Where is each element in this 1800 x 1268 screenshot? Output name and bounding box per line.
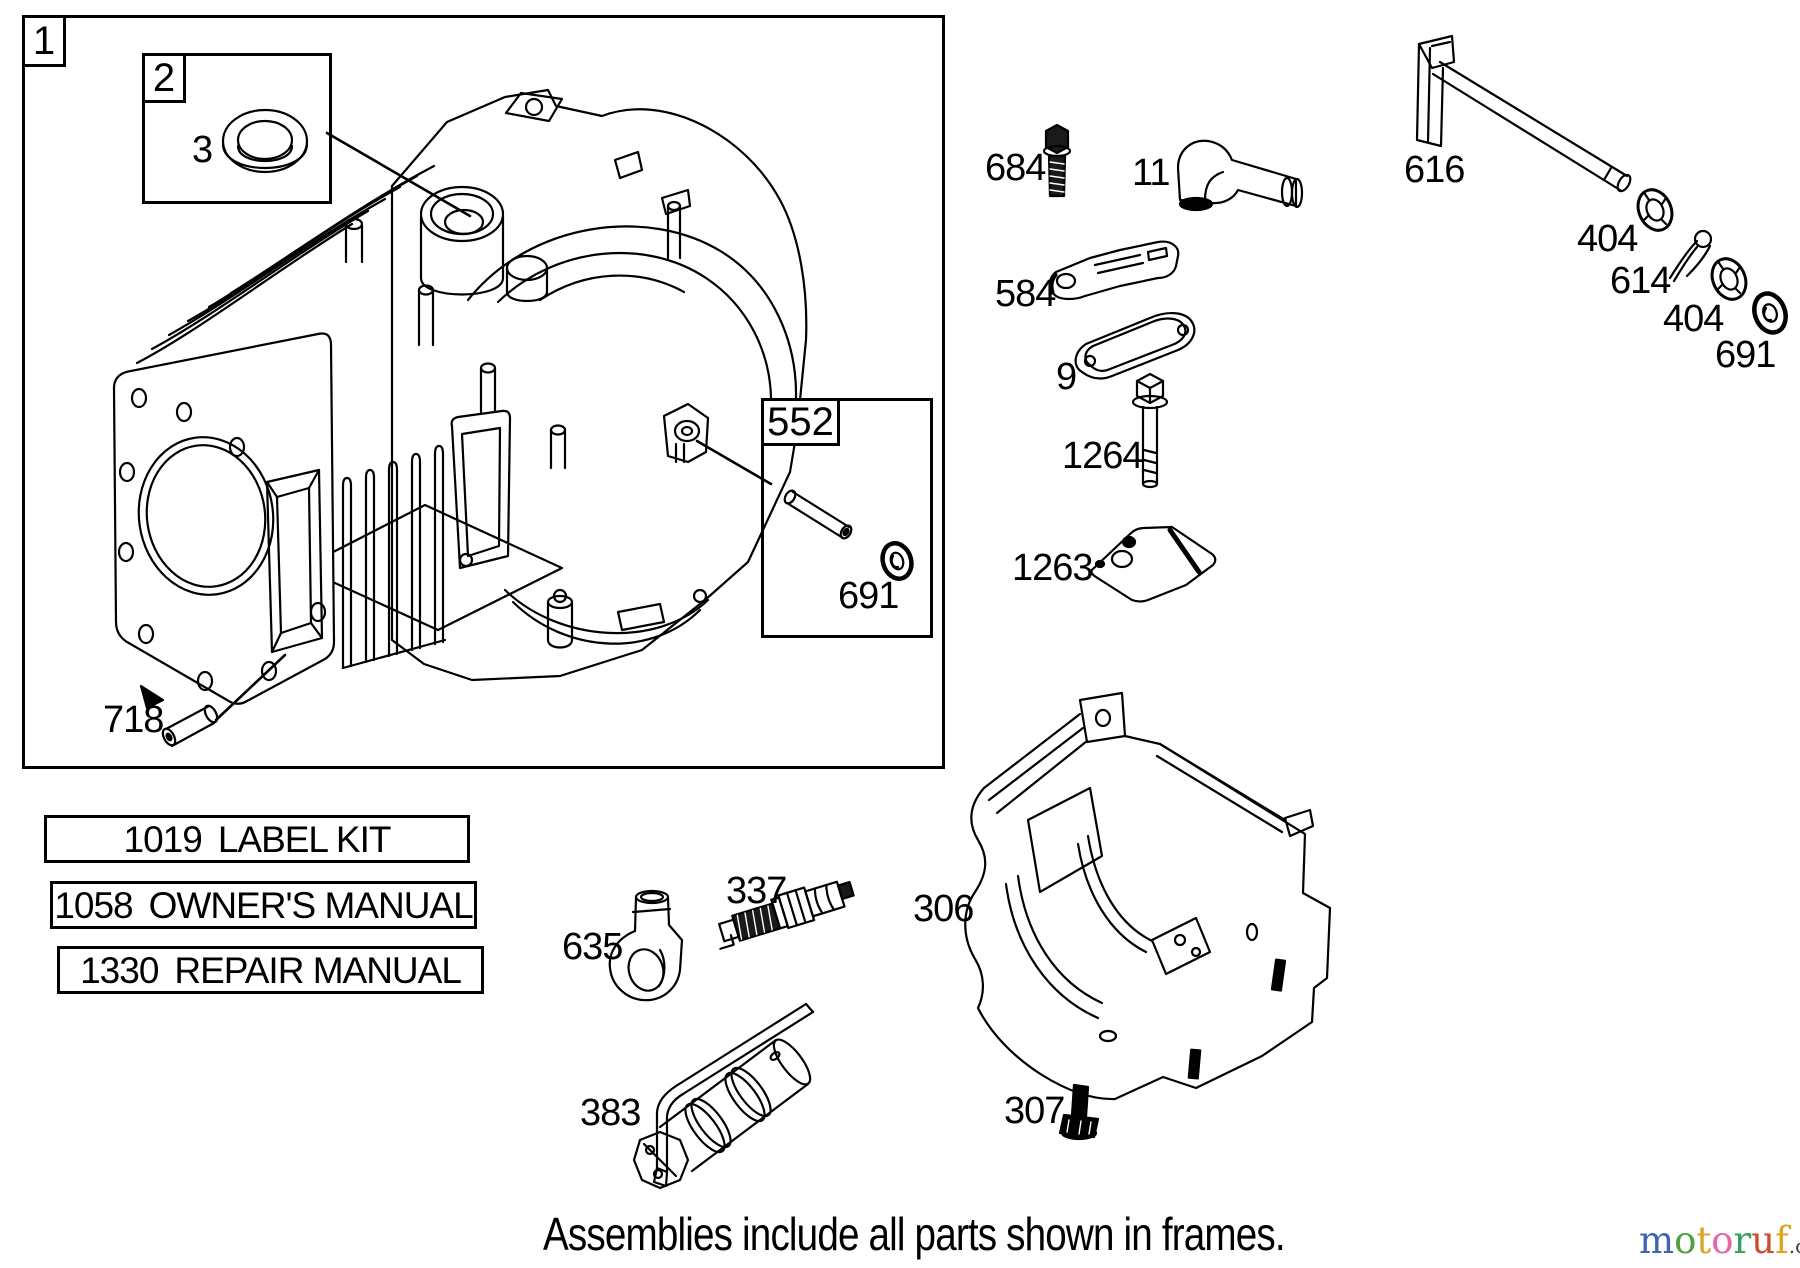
part-1263-plate-drawing (1090, 525, 1217, 603)
part-383-assembly-drawing (632, 1002, 815, 1190)
frame-2-assembly-box: 2 (142, 53, 332, 204)
frame-1-tag: 1 (22, 15, 66, 67)
watermark-suffix: .de (1788, 1234, 1800, 1258)
frame-1-assembly-box: 1 (22, 15, 945, 769)
part-label-404-b: 404 (1663, 298, 1724, 340)
part-label-3: 3 (192, 129, 213, 171)
part-label-684: 684 (985, 147, 1046, 189)
part-404-washer-b-drawing (1710, 257, 1748, 301)
watermark-letter: f (1775, 1219, 1789, 1262)
repair-manual-number: 1330 (80, 949, 159, 991)
part-307-bolt-drawing (1058, 1083, 1100, 1141)
label-kit-box: 1019 LABEL KIT (44, 815, 470, 863)
part-684-bolt-drawing (1042, 123, 1072, 198)
part-label-614: 614 (1610, 260, 1671, 302)
part-label-337: 337 (726, 870, 787, 912)
part-label-383: 383 (580, 1092, 641, 1134)
part-label-1264: 1264 (1062, 435, 1144, 477)
part-label-718: 718 (103, 699, 164, 741)
part-9-gasket-drawing (1074, 312, 1196, 380)
frame-552-tag: 552 (761, 398, 840, 446)
part-11-elbow-drawing (1176, 139, 1304, 212)
watermark-letter: t (1696, 1219, 1712, 1262)
part-label-584: 584 (995, 273, 1056, 315)
motoruf-watermark: motoruf.de (1639, 1222, 1800, 1259)
part-label-635: 635 (562, 926, 623, 968)
part-label-691-right: 691 (1715, 334, 1776, 376)
owners-manual-name: OWNER'S MANUAL (148, 884, 474, 926)
part-label-307: 307 (1004, 1090, 1065, 1132)
label-kit-name: LABEL KIT (217, 818, 392, 860)
frame-1-label: 1 (32, 19, 56, 63)
part-label-1263: 1263 (1012, 547, 1094, 589)
part-label-9: 9 (1056, 356, 1077, 398)
watermark-letter: o (1711, 1219, 1734, 1262)
part-label-306: 306 (913, 888, 974, 930)
part-614-cotter-pin-drawing (1668, 229, 1713, 283)
part-691-seal-right-drawing (1752, 291, 1788, 335)
part-404-washer-a-drawing (1636, 188, 1674, 232)
label-kit-number: 1019 (123, 818, 203, 860)
owners-manual-number: 1058 (54, 884, 133, 926)
part-label-11: 11 (1132, 152, 1170, 194)
frame-2-label: 2 (152, 56, 176, 100)
frame-552-assembly-box: 552 (761, 398, 933, 638)
watermark-letter: m (1639, 1219, 1675, 1262)
frame-552-label: 552 (767, 400, 834, 444)
part-label-404-a: 404 (1577, 218, 1638, 260)
watermark-letter: u (1751, 1219, 1776, 1262)
part-584-bracket-drawing (1048, 240, 1180, 301)
watermark-letter: o (1674, 1219, 1697, 1262)
part-306-heat-shield-drawing (964, 691, 1332, 1101)
part-label-691-frame: 691 (838, 575, 899, 617)
repair-manual-box: 1330 REPAIR MANUAL (57, 946, 484, 994)
assemblies-caption: Assemblies include all parts shown in fr… (543, 1208, 1286, 1260)
owners-manual-box: 1058 OWNER'S MANUAL (50, 881, 477, 929)
frame-2-tag: 2 (142, 53, 186, 103)
part-label-616: 616 (1404, 149, 1465, 191)
watermark-letter: r (1733, 1219, 1752, 1262)
repair-manual-name: REPAIR MANUAL (174, 949, 461, 991)
